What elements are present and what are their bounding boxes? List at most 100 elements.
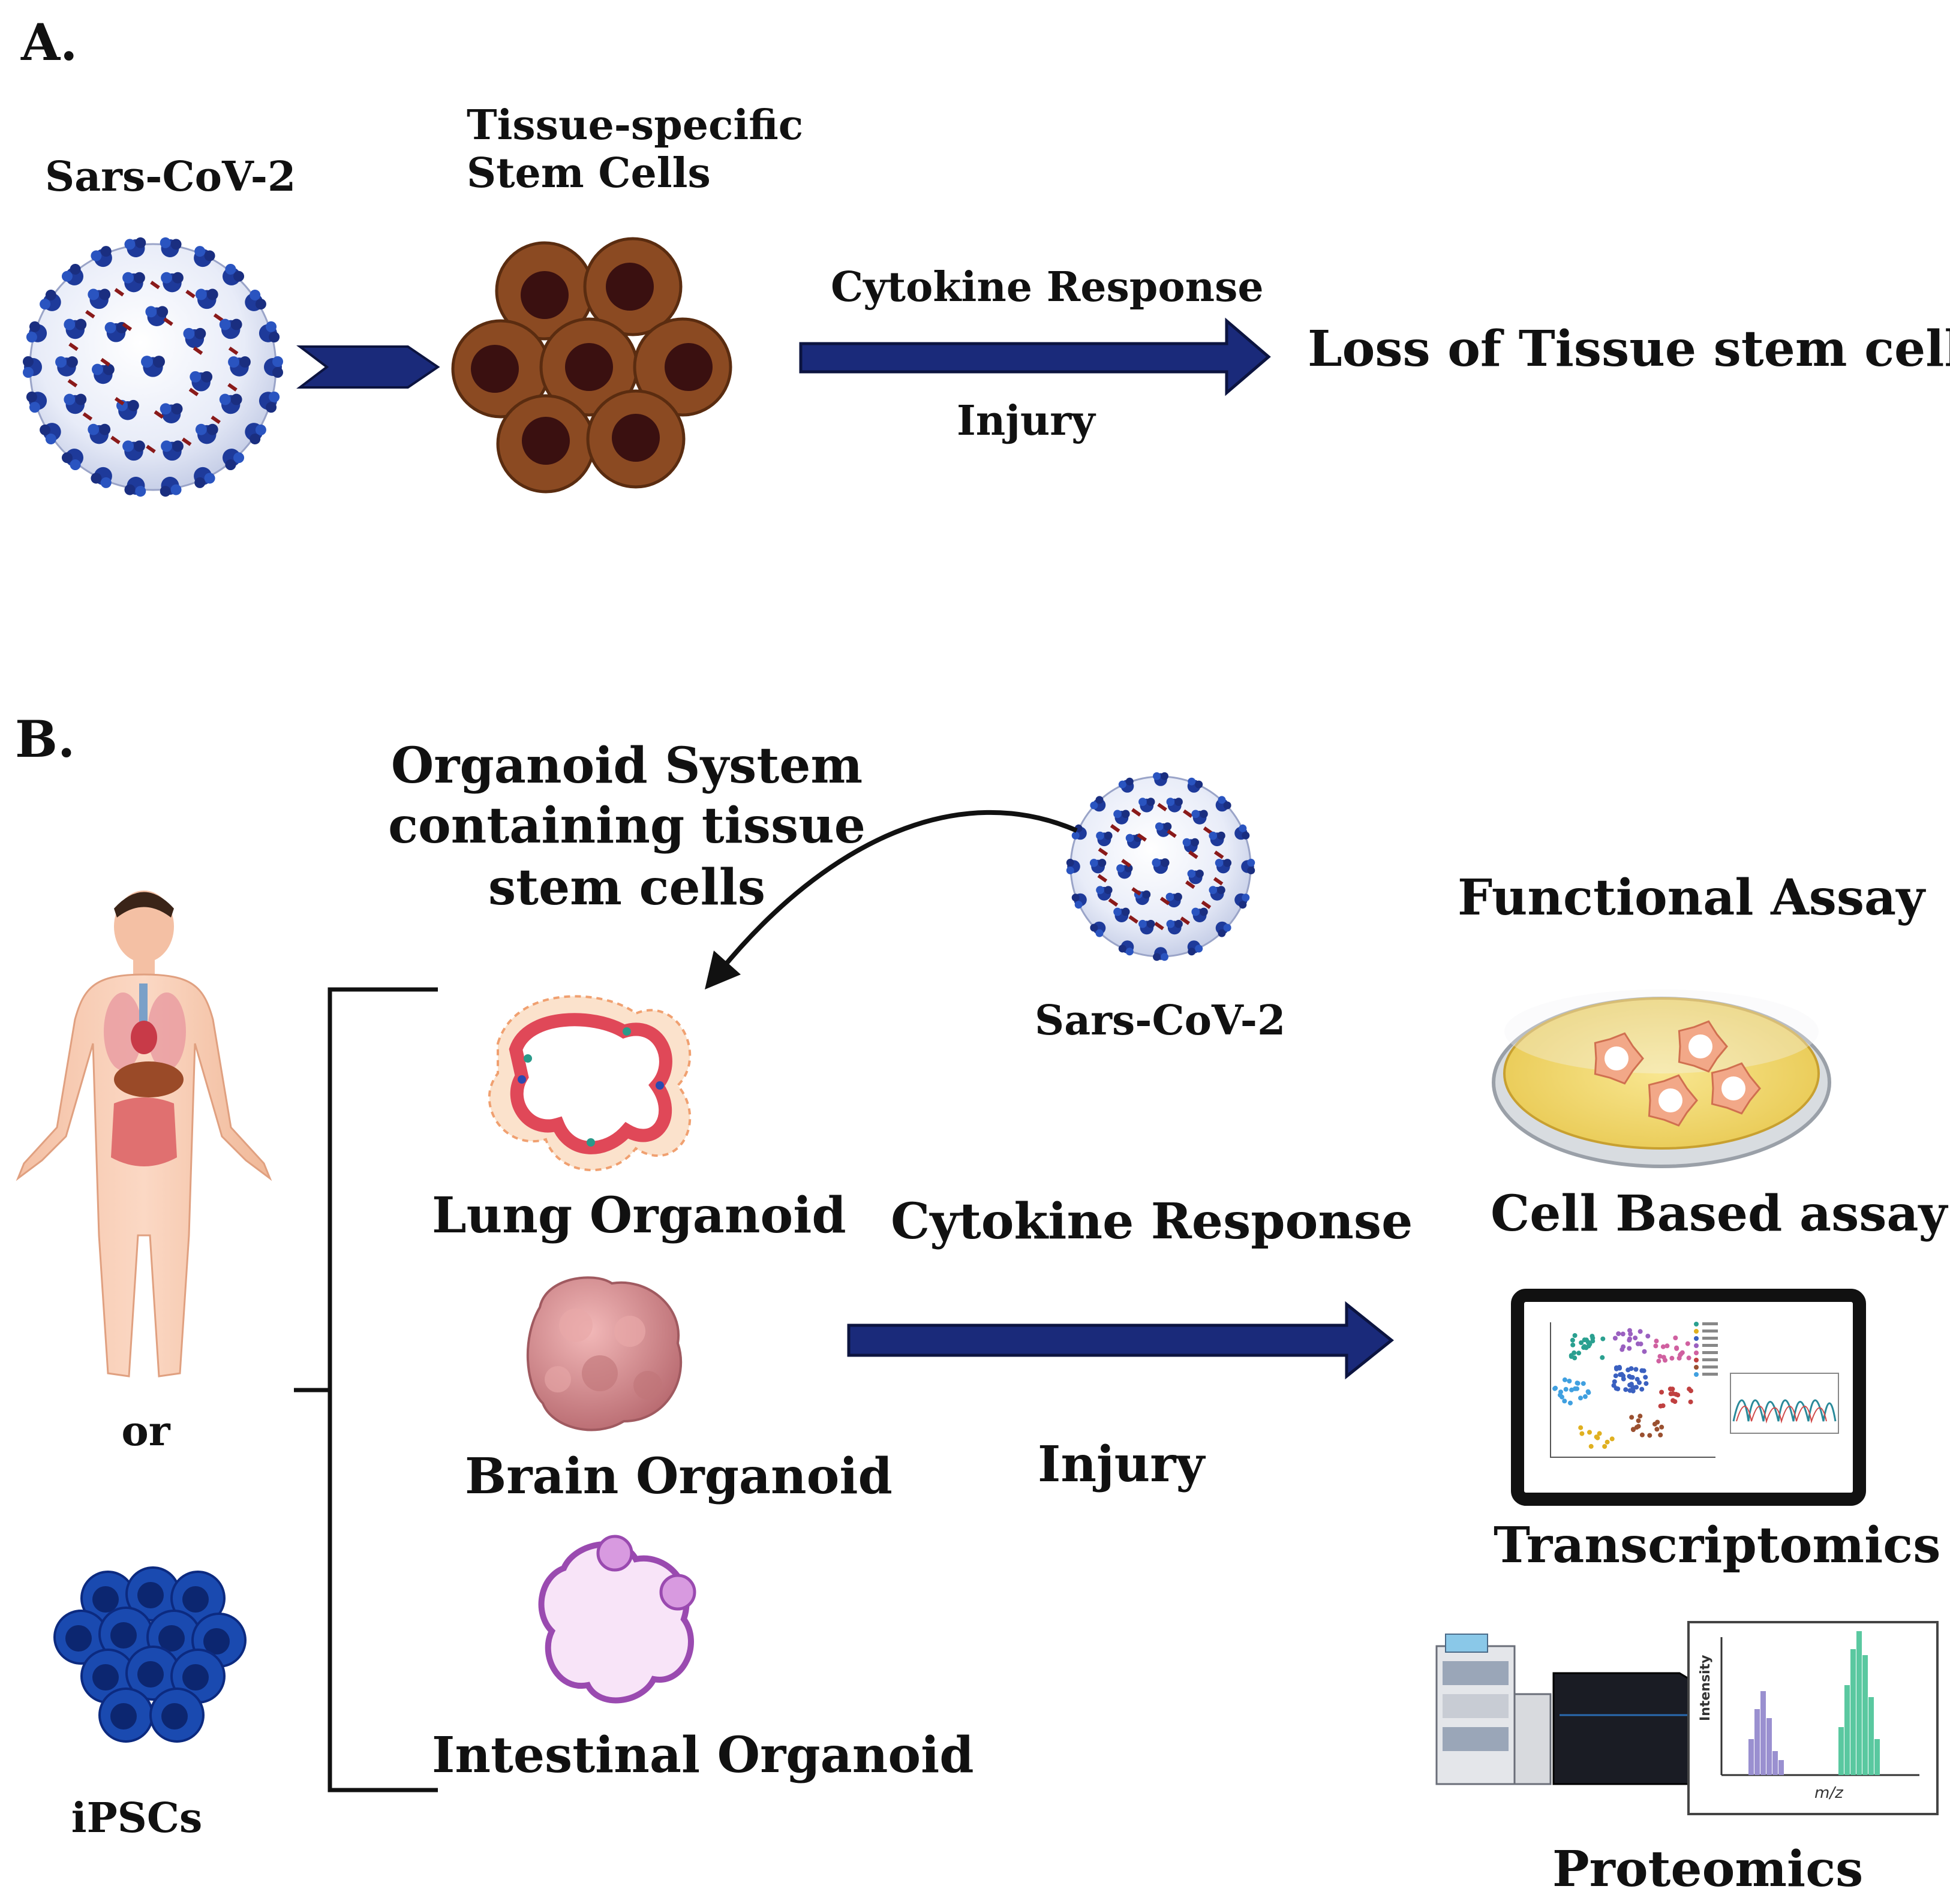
loss-of-stem-cells-label: Loss of Tissue stem cells — [1308, 320, 1950, 378]
tsne-point — [1636, 1418, 1641, 1424]
tsne-point — [1613, 1373, 1618, 1379]
virus-rna-fragment — [1131, 808, 1141, 817]
tsne-point — [1594, 1434, 1599, 1440]
mass-spectrometer-icon — [1435, 1634, 1711, 1785]
ipsc-nucleus — [92, 1664, 119, 1691]
virus-rna-fragment — [1154, 922, 1164, 931]
organoid-system-label-line3: stem cells — [488, 859, 765, 916]
tsne-point — [1642, 1349, 1647, 1354]
tsne-point — [1668, 1391, 1673, 1397]
virus-rna-fragment — [211, 415, 221, 425]
tsne-point — [1552, 1386, 1558, 1391]
tsne-point — [1625, 1367, 1631, 1373]
stem-cell — [586, 389, 686, 489]
virus-rna-fragment — [114, 396, 125, 406]
virus-rna-fragment — [1185, 880, 1195, 889]
tsne-point — [1674, 1346, 1679, 1351]
virus-rna-fragment — [150, 281, 160, 290]
tsne-point — [1628, 1382, 1634, 1387]
virus-rna-fragment — [228, 346, 239, 356]
virus-rna-fragment — [185, 290, 196, 299]
virus-rna-fragment — [1131, 887, 1141, 896]
stem-cell-cluster-icon — [451, 237, 732, 494]
tsne-point — [1567, 1379, 1572, 1383]
tsne-point — [1579, 1431, 1585, 1436]
ipsc-nucleus — [110, 1703, 137, 1729]
tsne-point — [1655, 1419, 1660, 1425]
tsne-legend-line — [1702, 1358, 1718, 1361]
tsne-legend-swatch — [1694, 1336, 1699, 1341]
infection-curved-arrow — [717, 810, 1078, 973]
tsne-point — [1673, 1335, 1678, 1340]
virus-rna-fragment — [193, 346, 203, 355]
tsne-point — [1620, 1331, 1625, 1337]
tsne-point — [1570, 1337, 1575, 1343]
tsne-point — [1579, 1340, 1584, 1345]
tsne-point — [1685, 1341, 1690, 1346]
tsne-point — [1573, 1386, 1578, 1391]
tsne-point — [1675, 1392, 1681, 1398]
virus-rna-fragment — [1213, 850, 1224, 859]
virus-rna-fragment — [82, 412, 93, 421]
panel-b-arrow-bottom-label: Injury — [1038, 1436, 1206, 1493]
tsne-point — [1585, 1340, 1591, 1345]
ipsc-nucleus — [92, 1586, 119, 1613]
virus-rna-fragment — [1110, 824, 1120, 833]
tsne-point — [1587, 1430, 1592, 1435]
lung-organoid-label: Lung Organoid — [432, 1187, 846, 1244]
tsne-point — [1647, 1433, 1652, 1438]
tsne-point — [1661, 1355, 1666, 1360]
tsne-point — [1653, 1343, 1658, 1349]
virus-rna-fragment — [122, 322, 133, 331]
ipsc-nucleus — [158, 1625, 185, 1652]
colony-center — [1658, 1088, 1682, 1112]
tsne-legend-swatch — [1694, 1329, 1699, 1334]
tsne-point — [1664, 1343, 1670, 1349]
virus-rna-fragment — [67, 378, 78, 388]
virus-rna-fragment — [1108, 898, 1119, 907]
tsne-point — [1634, 1385, 1639, 1390]
tsne-point — [1586, 1343, 1591, 1349]
virus-rna-fragment — [85, 309, 95, 319]
tsne-point — [1590, 1338, 1596, 1344]
ms-peak — [1760, 1691, 1766, 1775]
ms-peak — [1772, 1751, 1778, 1775]
tsne-point — [1643, 1381, 1649, 1386]
ipsc-nucleus — [137, 1582, 164, 1608]
functional-assay-label: Functional Assay — [1458, 869, 1926, 927]
virus-rna-fragment — [1157, 802, 1167, 811]
brain-organoid-icon — [526, 1276, 683, 1431]
tsne-point — [1563, 1386, 1569, 1392]
tsne-point — [1676, 1355, 1682, 1361]
tsne-point — [1569, 1354, 1574, 1359]
panel-a-label: A. — [20, 13, 77, 72]
tsne-point — [1609, 1436, 1615, 1442]
tsne-point — [1578, 1425, 1584, 1430]
tsne-point — [1686, 1355, 1691, 1361]
colony-center — [1688, 1034, 1712, 1058]
tsne-legend-line — [1702, 1351, 1718, 1354]
ipscs-label: iPSCs — [71, 1794, 202, 1842]
tsne-point — [1657, 1353, 1663, 1359]
ms-peak — [1850, 1649, 1856, 1775]
tsne-point — [1588, 1443, 1594, 1449]
tsne-point — [1562, 1377, 1567, 1382]
virus-rna-fragment — [188, 387, 199, 396]
tsne-point — [1578, 1395, 1583, 1401]
tsne-point — [1637, 1413, 1643, 1419]
virus-rna-fragment — [1098, 847, 1108, 856]
tsne-point — [1645, 1334, 1651, 1338]
intestinal-organoid-icon — [538, 1535, 696, 1704]
tsne-point — [1562, 1398, 1567, 1404]
tsne-point — [1600, 1336, 1606, 1341]
lung-organoid-icon — [488, 995, 692, 1172]
virus-rna-fragment — [163, 317, 173, 326]
ms-peak — [1838, 1727, 1844, 1775]
panel-a-arrow — [799, 317, 1271, 396]
organoid-bracket — [294, 987, 438, 1792]
tsne-axes — [1550, 1322, 1715, 1458]
tsne-point — [1582, 1337, 1587, 1343]
tsne-point — [1616, 1331, 1621, 1336]
panel-b-label: B. — [15, 709, 75, 769]
